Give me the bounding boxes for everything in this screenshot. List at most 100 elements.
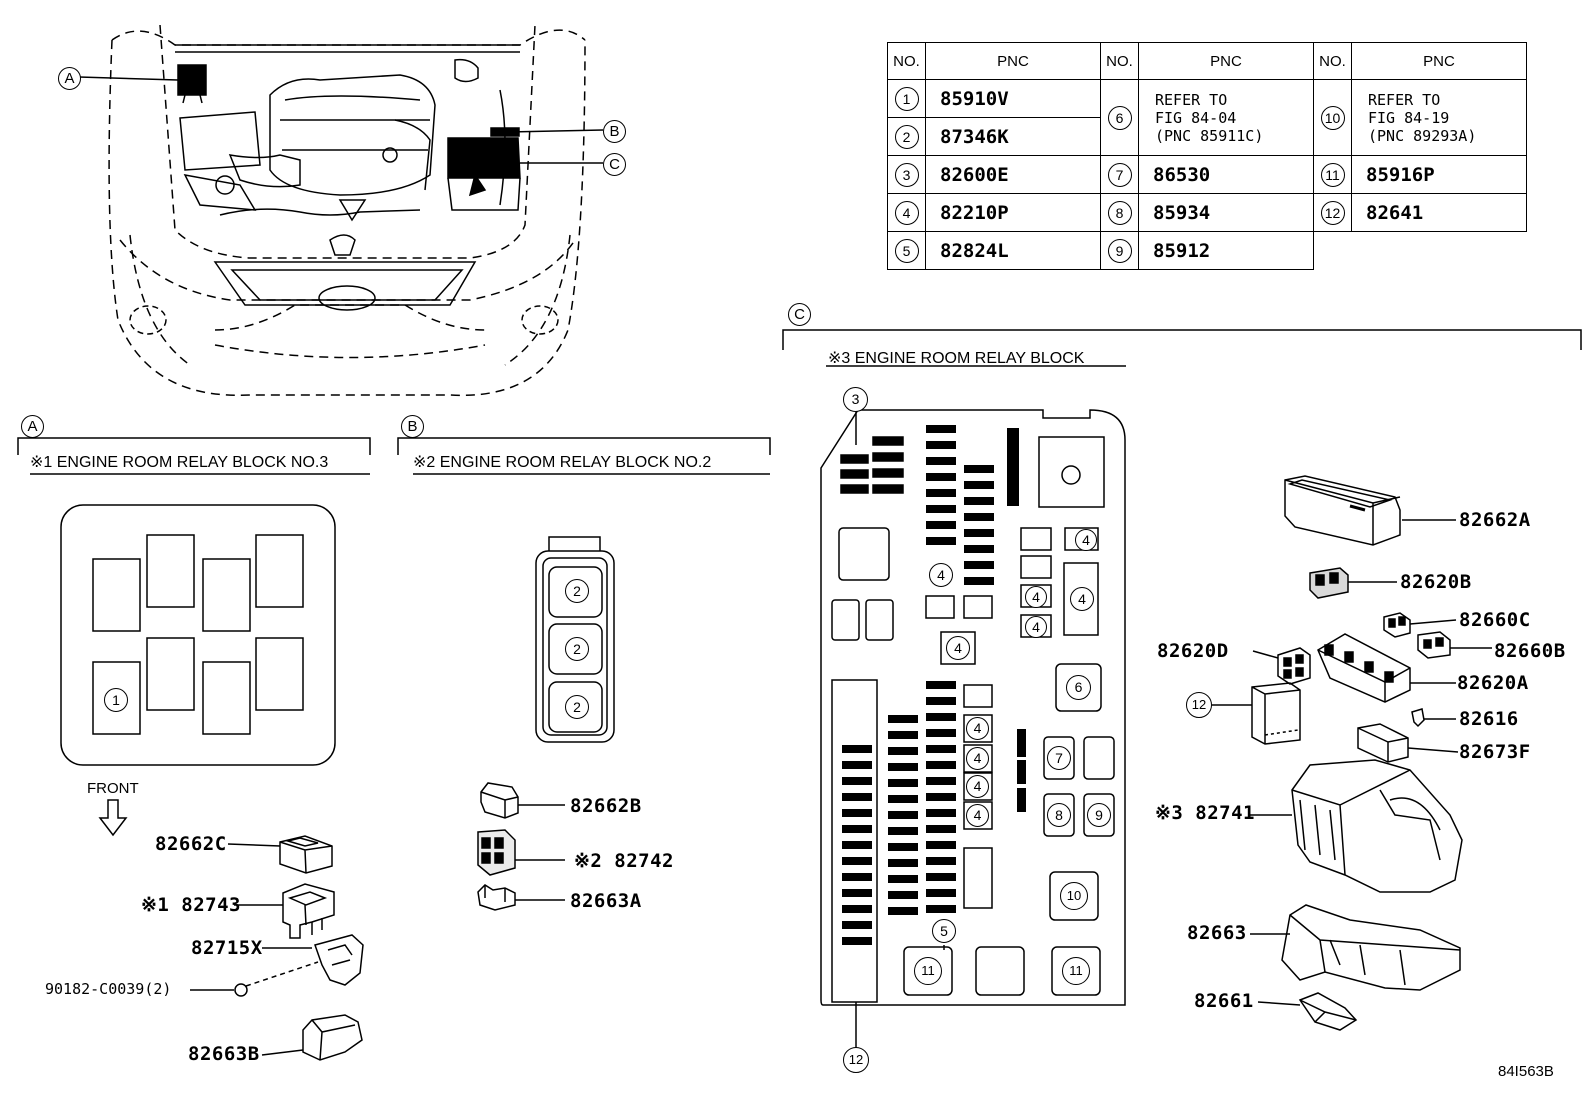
callout-number: 12 — [1320, 200, 1345, 225]
part-82620a: 82620A — [1457, 672, 1529, 694]
callout-4: 4 — [1025, 586, 1047, 608]
vehicle-callout-b: B — [603, 120, 626, 143]
ref-line: REFER TO — [1155, 90, 1228, 109]
callout-number: 11 — [1320, 162, 1345, 187]
callout-11: 11 — [914, 957, 942, 985]
relay-block-no3 — [60, 504, 364, 1061]
part-82662a: 82662A — [1459, 509, 1531, 531]
header-no-2: NO. — [1100, 42, 1139, 80]
callout-10: 10 — [1060, 882, 1088, 910]
section-c-parts — [1212, 475, 1492, 1031]
section-c-letter: C — [788, 303, 811, 326]
vehicle-engine-bay — [78, 24, 604, 397]
relay-callout-2: 2 — [565, 637, 589, 661]
part-82663: 82663 — [1187, 922, 1247, 944]
pnc-row: 2 87346K — [887, 117, 1527, 156]
callout-number: 3 — [894, 162, 919, 187]
pnc-table-header: NO. PNC NO. PNC NO. PNC — [887, 42, 1527, 80]
relay-callout-2: 2 — [565, 579, 589, 603]
callout-4: 4 — [1025, 616, 1047, 638]
callout-number: 5 — [894, 238, 919, 263]
pnc-value: 85912 — [1138, 231, 1314, 270]
callout-4: 4 — [966, 804, 989, 827]
main-relay-block — [820, 409, 1126, 1048]
part-82715x: 82715X — [191, 937, 263, 959]
ref-line: (PNC 85911C) — [1155, 126, 1264, 145]
pnc-value: 85916P — [1351, 155, 1527, 194]
header-no-3: NO. — [1313, 42, 1352, 80]
pnc-value: 85934 — [1138, 193, 1314, 232]
callout-4: 4 — [966, 775, 989, 798]
pnc-value: 82824L — [925, 231, 1101, 270]
pnc-row: 4 82210P 8 85934 12 82641 — [887, 193, 1527, 232]
pnc-value: 82600E — [925, 155, 1101, 194]
ref-line: FIG 84-04 — [1155, 108, 1237, 127]
ref-line: FIG 84-19 — [1368, 108, 1450, 127]
part-82616: 82616 — [1459, 708, 1519, 730]
pnc-row: 1 85910V 6 REFER TO FIG 84-04 (PNC 85911… — [887, 79, 1527, 156]
header-pnc-2: PNC — [1138, 42, 1314, 80]
part-82661: 82661 — [1194, 990, 1254, 1012]
callout-4: 4 — [1070, 587, 1094, 611]
front-label: FRONT — [87, 780, 139, 797]
callout-number: 9 — [1107, 238, 1132, 263]
part-82620d: 82620D — [1157, 640, 1229, 662]
part-82660c: 82660C — [1459, 609, 1531, 631]
callout-number: 8 — [1107, 200, 1132, 225]
figure-id: 84I563B — [1498, 1063, 1554, 1080]
pnc-value: 82641 — [1351, 193, 1527, 232]
callout-4: 4 — [946, 636, 970, 660]
relay-callout-2: 2 — [565, 695, 589, 719]
ref-line: REFER TO — [1368, 90, 1441, 109]
pnc-row: 5 82824L 9 85912 — [887, 231, 1527, 270]
pnc-row: 3 82600E 7 86530 11 85916P — [887, 155, 1527, 194]
callout-number: 6 — [1107, 105, 1132, 130]
callout-4: 4 — [929, 563, 953, 587]
callout-4: 4 — [966, 747, 989, 770]
header-pnc-3: PNC — [1351, 42, 1527, 80]
callout-4: 4 — [966, 717, 989, 740]
pnc-value: 86530 — [1138, 155, 1314, 194]
part-82741: ※3 82741 — [1155, 802, 1255, 824]
pnc-value: 82210P — [925, 193, 1101, 232]
part-82742: ※2 82742 — [574, 850, 674, 872]
callout-9: 9 — [1087, 803, 1111, 827]
section-b-letter: B — [401, 415, 424, 438]
header-pnc-1: PNC — [925, 42, 1101, 80]
callout-11: 11 — [1062, 957, 1090, 985]
callout-4: 4 — [1075, 529, 1097, 551]
part-82662c: 82662C — [155, 833, 227, 855]
part-82663b: 82663B — [188, 1043, 260, 1065]
part-82673f: 82673F — [1459, 741, 1531, 763]
callout-5: 5 — [932, 919, 956, 943]
relay-block-no2 — [477, 536, 615, 911]
pnc-reference: REFER TO FIG 84-19 (PNC 89293A) — [1351, 79, 1527, 156]
section-c-title: ※3 ENGINE ROOM RELAY BLOCK — [828, 350, 1085, 367]
callout-12: 12 — [1186, 692, 1212, 718]
callout-number: 1 — [894, 86, 919, 111]
part-82743: ※1 82743 — [141, 894, 241, 916]
vehicle-callout-a: A — [58, 67, 81, 90]
pnc-table: NO. PNC NO. PNC NO. PNC 1 85910V 6 REFER… — [887, 42, 1527, 270]
callout-3: 3 — [843, 387, 868, 412]
callout-number: 4 — [894, 200, 919, 225]
section-a-letter: A — [21, 415, 44, 438]
section-b-title: ※2 ENGINE ROOM RELAY BLOCK NO.2 — [413, 454, 712, 471]
vehicle-callout-c: C — [603, 153, 626, 176]
relay-callout-1: 1 — [104, 688, 128, 712]
callout-number: 10 — [1320, 105, 1345, 130]
callout-number: 2 — [894, 124, 919, 149]
callout-12: 12 — [843, 1047, 869, 1073]
part-82660b: 82660B — [1494, 640, 1566, 662]
callout-6: 6 — [1066, 675, 1091, 700]
part-82620b: 82620B — [1400, 571, 1472, 593]
section-a-title: ※1 ENGINE ROOM RELAY BLOCK NO.3 — [30, 454, 329, 471]
pnc-reference: REFER TO FIG 84-04 (PNC 85911C) — [1138, 79, 1314, 156]
part-90182: 90182-C0039(2) — [45, 980, 172, 998]
part-82663a: 82663A — [570, 890, 642, 912]
callout-number: 7 — [1107, 162, 1132, 187]
callout-8: 8 — [1047, 803, 1071, 827]
part-82662b: 82662B — [570, 795, 642, 817]
section-headers — [17, 329, 1582, 475]
